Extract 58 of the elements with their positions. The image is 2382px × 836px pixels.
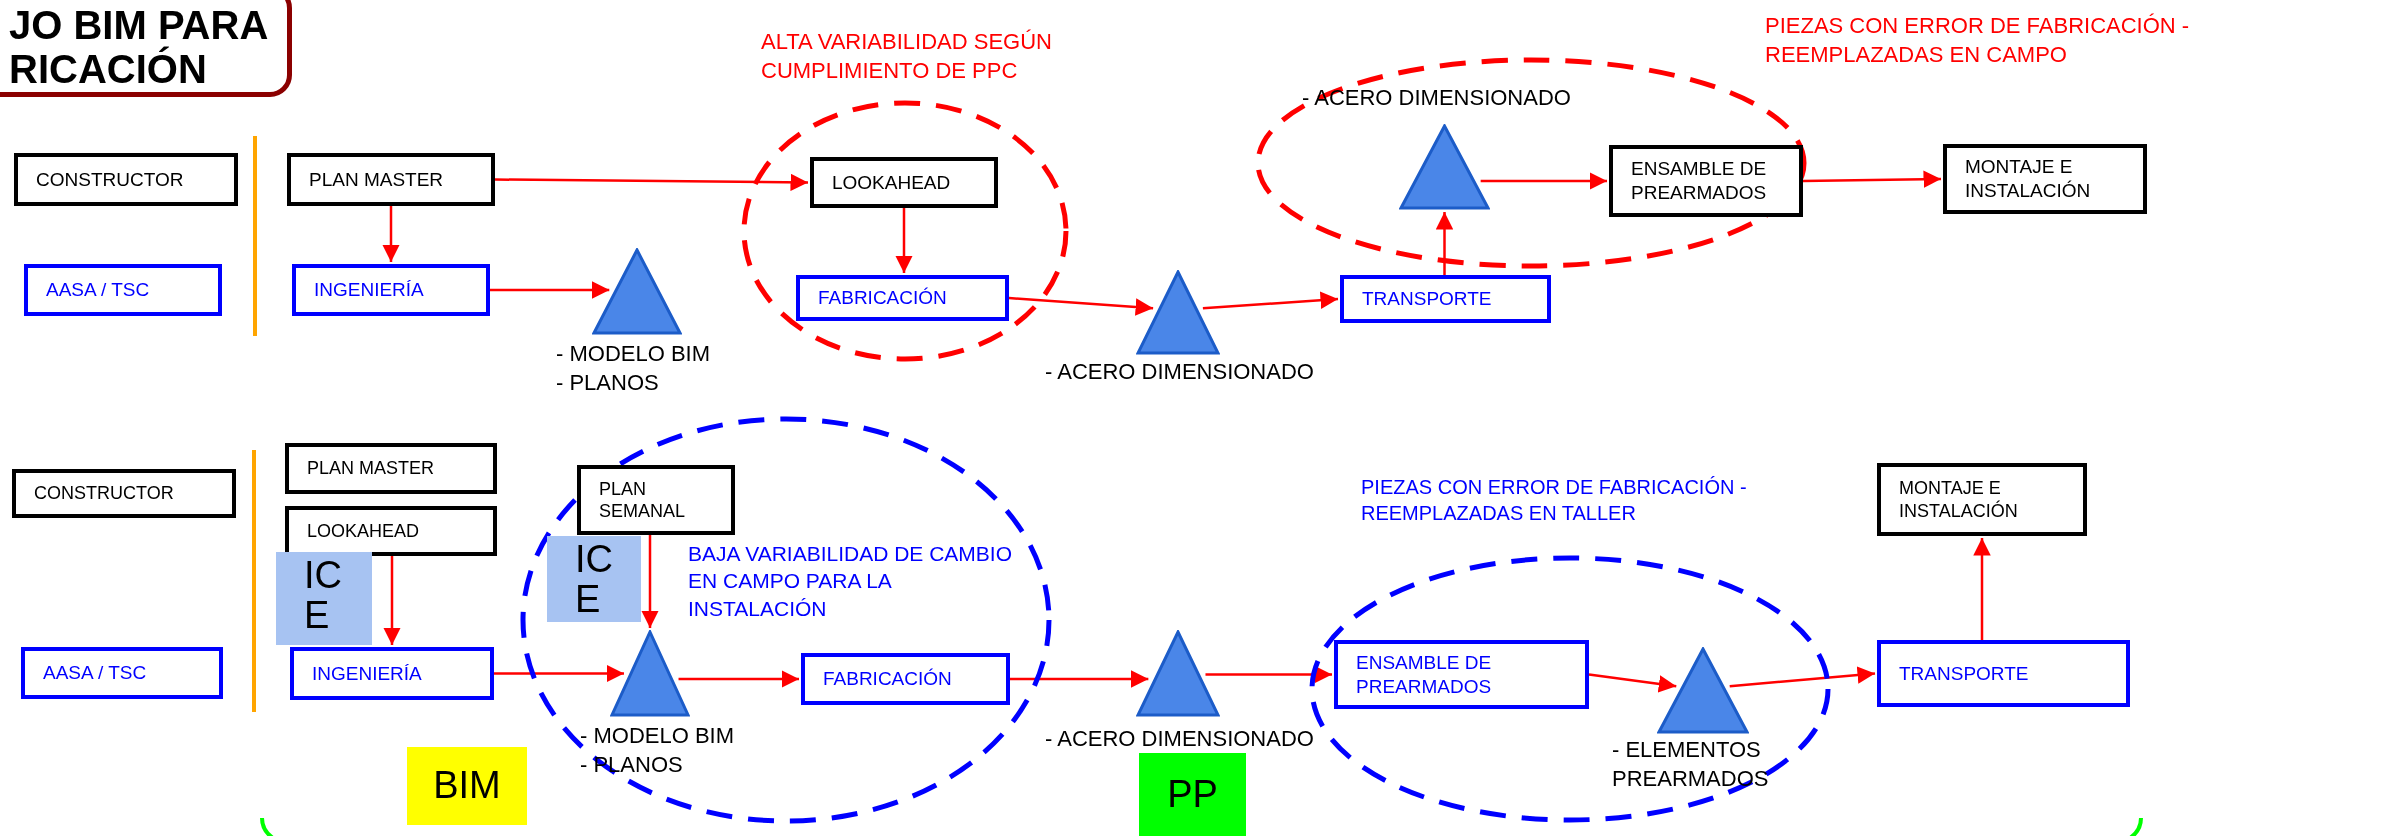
tag-box: BIM (407, 747, 527, 825)
process-box: TRANSPORTE (1340, 275, 1551, 323)
annotation-text: PIEZAS CON ERROR DE FABRICACIÓN - REEMPLAZADAS EN TALLER (1361, 475, 1748, 526)
triangle-symbol (1136, 270, 1220, 355)
arrow (678, 670, 799, 688)
process-box: AASA / TSC (21, 647, 223, 699)
process-box: LOOKAHEAD (285, 506, 497, 556)
arrow (490, 281, 610, 299)
tag-box: PP (1139, 753, 1246, 836)
triangle-symbol (610, 630, 690, 717)
title: JO BIM PARA RICACIÓN (9, 3, 267, 91)
process-box: TRANSPORTE (1877, 640, 2130, 707)
process-box: INGENIERÍA (290, 647, 494, 700)
node-label: - MODELO BIM (580, 722, 735, 750)
process-box: INGENIERÍA (292, 264, 490, 316)
dashed-ellipse (520, 416, 1052, 824)
tag-box: IC E (276, 552, 372, 645)
node-label: - PLANOS (556, 368, 660, 397)
node-label: - MODELO BIM (556, 340, 711, 368)
annotation-text: ALTA VARIABILIDAD SEGÚN CUMPLIMIENTO DE PPC (761, 28, 1053, 85)
process-box: MONTAJE E INSTALACIÓN (1943, 144, 2147, 214)
arrow (494, 664, 624, 683)
process-box: PLAN MASTER (285, 443, 497, 494)
process-box: CONSTRUCTOR (14, 153, 238, 206)
process-box: ENSAMBLE DE PREARMADOS (1334, 640, 1589, 709)
process-box: PLAN MASTER (287, 153, 495, 206)
arrow (1010, 670, 1149, 688)
annotation-text: BAJA VARIABILIDAD DE CAMBIO EN CAMPO PARA LA INSTALACIÓN (688, 541, 1014, 622)
arrow (1803, 170, 1941, 188)
arrow (641, 535, 659, 628)
arrow (1729, 666, 1876, 688)
node-label: - ACERO DIMENSIONADO (1045, 358, 1315, 386)
dashed-ellipse (741, 100, 1069, 362)
process-box: AASA / TSC (24, 264, 222, 316)
triangle-symbol (1657, 647, 1749, 734)
triangle-symbol (1136, 630, 1220, 717)
arrow (1205, 665, 1332, 684)
process-box: LOOKAHEAD (810, 157, 998, 208)
arrow (1588, 673, 1677, 693)
triangle-symbol (592, 248, 682, 335)
process-box: FABRICACIÓN (796, 275, 1009, 321)
arrow (1008, 296, 1154, 316)
arrow (1202, 291, 1339, 310)
arrow (383, 556, 401, 645)
node-label: - ACERO DIMENSIONADO (1045, 725, 1315, 753)
node-label: - ACERO DIMENSIONADO (1302, 84, 1572, 112)
process-box: FABRICACIÓN (801, 653, 1010, 705)
process-box: CONSTRUCTOR (12, 469, 236, 518)
triangle-symbol (1399, 124, 1490, 210)
annotation-text: PIEZAS CON ERROR DE FABRICACIÓN - REEMPLAZADAS EN CAMPO (1765, 12, 2191, 69)
process-box: MONTAJE E INSTALACIÓN (1877, 463, 2087, 536)
arrow (382, 206, 400, 262)
arrow (495, 173, 808, 192)
arrow (1480, 172, 1607, 190)
node-label: - ELEMENTOS PREARMADOS (1612, 736, 1770, 793)
tag-box: IC E (547, 536, 641, 622)
arrow (1973, 538, 1991, 640)
arrow (895, 208, 913, 273)
